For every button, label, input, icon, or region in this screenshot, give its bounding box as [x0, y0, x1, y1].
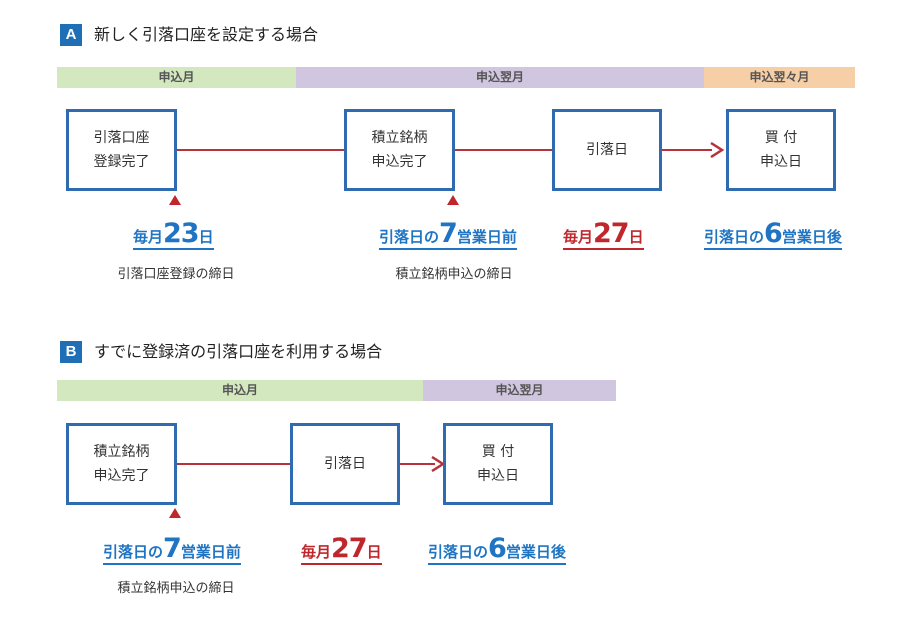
box-line: 引落口座: [93, 130, 150, 146]
deadline-number: 7: [439, 218, 458, 249]
band-application-month: 申込月: [57, 67, 296, 88]
step-box-fund-application-done: 積立銘柄 申込完了: [344, 109, 455, 191]
box-line: 申込日: [477, 468, 519, 484]
connector-line: [455, 149, 553, 151]
box-line: 引落日: [324, 456, 366, 472]
arrow-head-icon: [710, 142, 725, 158]
step-box-debit-day: 引落日: [552, 109, 662, 191]
deadline-prefix: 毎月: [301, 543, 332, 561]
step-box-purchase-date: 買 付 申込日: [443, 423, 553, 505]
deadline-prefix: 引落日の: [379, 228, 440, 246]
deadline-purchase-date: 引落日の6営業日後: [428, 535, 566, 565]
section-a-badge: A: [60, 24, 82, 46]
deadline-prefix: 毎月: [133, 228, 164, 246]
band-application-month: 申込月: [57, 380, 423, 401]
deadline-purchase-date: 引落日の6営業日後: [704, 220, 842, 250]
step-box-purchase-date: 買 付 申込日: [726, 109, 836, 191]
deadline-prefix: 毎月: [563, 228, 594, 246]
box-line: 積立銘柄: [371, 130, 428, 146]
deadline-number: 7: [163, 533, 182, 564]
deadline-note: 積立銘柄申込の締日: [117, 581, 235, 596]
box-line: 申込完了: [371, 154, 428, 170]
deadline-debit-day: 毎月27日: [563, 220, 644, 250]
deadline-suffix: 日: [198, 228, 214, 246]
deadline-debit-day: 毎月27日: [301, 535, 382, 565]
deadline-suffix: 営業日前: [456, 228, 517, 246]
box-line: 登録完了: [93, 154, 150, 170]
deadline-number: 6: [488, 533, 507, 564]
connector-line: [177, 463, 290, 465]
deadline-prefix: 引落日の: [103, 543, 164, 561]
section-b-title: すでに登録済の引落口座を利用する場合: [94, 342, 383, 361]
box-line: 積立銘柄: [93, 444, 150, 460]
deadline-fund-application: 引落日の7営業日前: [379, 220, 517, 250]
deadline-note: 積立銘柄申込の締日: [395, 267, 513, 282]
deadline-number: 23: [163, 218, 200, 249]
box-line: 引落日: [586, 142, 628, 158]
deadline-prefix: 引落日の: [704, 228, 765, 246]
box-line: 買 付: [764, 130, 798, 146]
deadline-note: 引落口座登録の締日: [117, 267, 235, 282]
section-b-badge: B: [60, 341, 82, 363]
deadline-marker-icon: [447, 195, 459, 205]
deadline-number: 6: [764, 218, 783, 249]
deadline-prefix: 引落日の: [428, 543, 489, 561]
band-next-month: 申込翌月: [296, 67, 704, 88]
deadline-account-registration: 毎月23日: [133, 220, 214, 250]
deadline-suffix: 日: [366, 543, 382, 561]
connector-arrow-line: [400, 463, 435, 465]
deadline-fund-application: 引落日の7営業日前: [103, 535, 241, 565]
deadline-number: 27: [331, 533, 368, 564]
deadline-marker-icon: [169, 508, 181, 518]
band-month-after-next: 申込翌々月: [704, 67, 855, 88]
deadline-suffix: 日: [628, 228, 644, 246]
step-box-account-registered: 引落口座 登録完了: [66, 109, 177, 191]
band-next-month: 申込翌月: [423, 380, 616, 401]
connector-line: [177, 149, 345, 151]
step-box-fund-application-done: 積立銘柄 申込完了: [66, 423, 177, 505]
box-line: 買 付: [481, 444, 515, 460]
deadline-number: 27: [593, 218, 630, 249]
deadline-suffix: 営業日後: [781, 228, 842, 246]
box-line: 申込日: [760, 154, 802, 170]
connector-arrow-line: [662, 149, 712, 151]
deadline-marker-icon: [169, 195, 181, 205]
deadline-suffix: 営業日前: [180, 543, 241, 561]
deadline-suffix: 営業日後: [505, 543, 566, 561]
box-line: 申込完了: [93, 468, 150, 484]
section-a-title: 新しく引落口座を設定する場合: [94, 25, 319, 44]
step-box-debit-day: 引落日: [290, 423, 400, 505]
